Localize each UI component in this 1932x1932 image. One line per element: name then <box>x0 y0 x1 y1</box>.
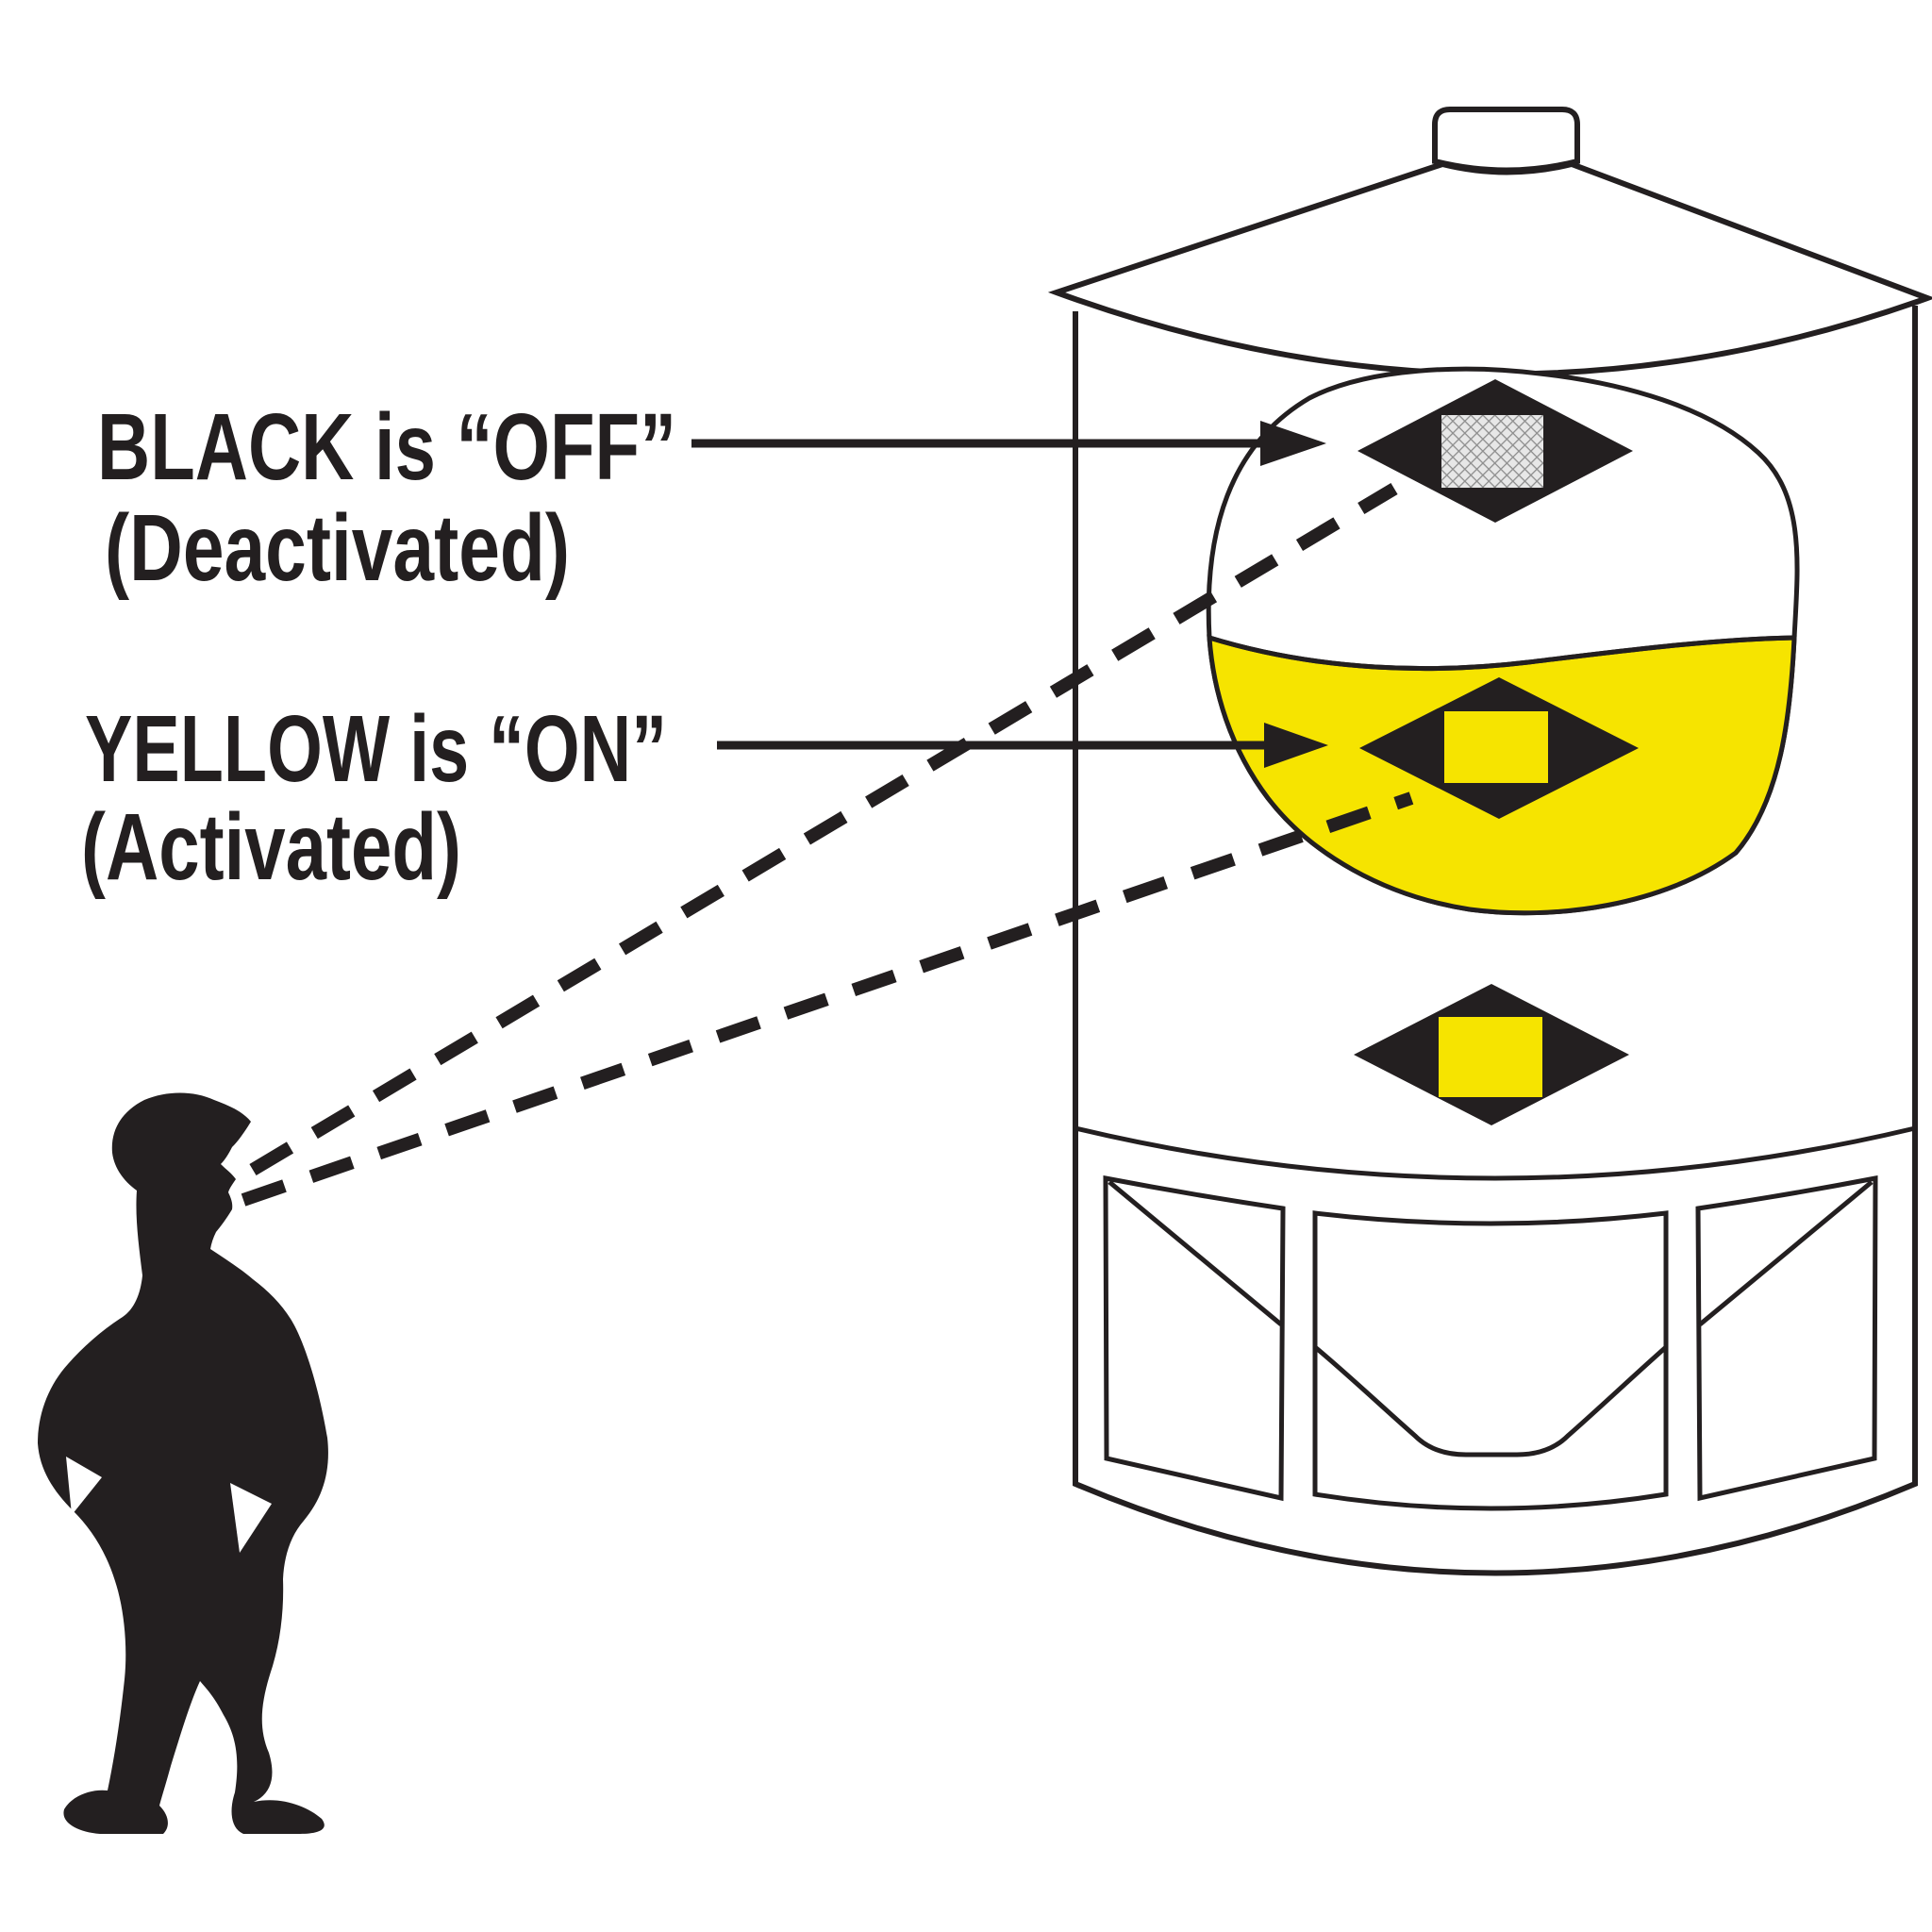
observer-person <box>38 1092 328 1834</box>
bin-panel-left <box>1103 1174 1286 1502</box>
bin-panel-center <box>1312 1210 1669 1511</box>
sight-line-to-top-indicator <box>249 482 1398 1176</box>
bin-body-outline <box>1073 306 1918 1576</box>
sight-line-to-middle-indicator <box>241 791 1414 1207</box>
indicator-diamond-top-off <box>1357 379 1633 523</box>
indicator-top-hatched-square <box>1441 415 1543 488</box>
arrow-black-off <box>691 421 1326 466</box>
indicator-diamond-bottom-on <box>1354 984 1629 1125</box>
observer-right-elbow-gap <box>230 1483 272 1553</box>
bin-roof-vent-cap <box>1432 107 1580 174</box>
indicator-middle-yellow-square <box>1444 711 1548 783</box>
bin-panel-right-brace <box>1698 1180 1874 1326</box>
label-off-line2: (Deactivated) <box>105 495 570 601</box>
indicator-bottom-yellow-square <box>1439 1017 1542 1097</box>
bin-band-top-line <box>1074 1125 1916 1181</box>
arrowhead-black-off <box>1260 421 1326 466</box>
label-off-line1: BLACK is “OFF” <box>97 394 676 500</box>
fill-level-line <box>1208 635 1795 672</box>
bin-hopper-chute <box>1313 1345 1668 1457</box>
arrow-yellow-on <box>717 723 1328 768</box>
bin-panel-right <box>1695 1174 1878 1502</box>
label-on-line2: (Activated) <box>81 794 461 900</box>
arrowhead-yellow-on <box>1264 723 1328 768</box>
label-on-line1: YELLOW is “ON” <box>85 696 667 802</box>
bin-panel-left-brace <box>1108 1180 1283 1326</box>
indicator-diamond-middle-on <box>1359 677 1639 819</box>
observer-left-elbow-gap <box>66 1457 102 1515</box>
